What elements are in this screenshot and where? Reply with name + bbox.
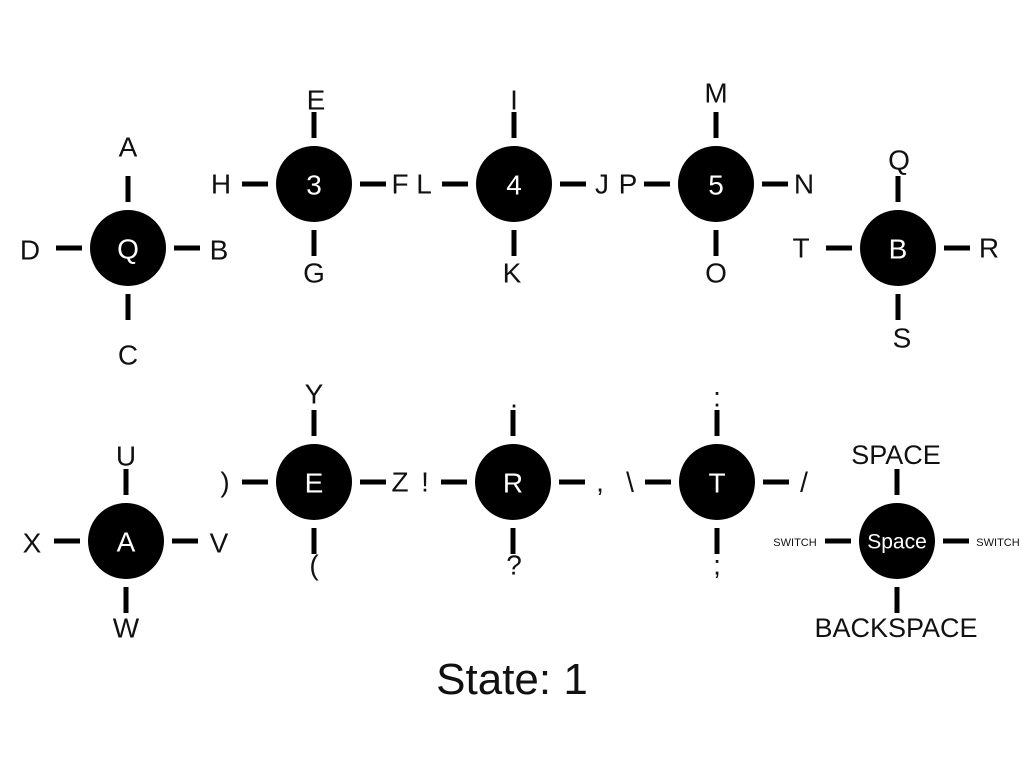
dial-q-label-left: D bbox=[20, 235, 40, 266]
dial-r-label-bottom: ? bbox=[506, 550, 522, 581]
dial-5-label-right: N bbox=[794, 169, 814, 200]
dial-e-label-bottom: ( bbox=[309, 550, 319, 581]
dial-5-center-button[interactable] bbox=[678, 146, 754, 222]
state-label: State: bbox=[436, 655, 552, 704]
dial-4-center-key: 4 bbox=[506, 170, 522, 201]
dial-a-label-left: X bbox=[23, 528, 42, 559]
dial-a-label-bottom: W bbox=[113, 613, 140, 644]
dial-q-center-key: Q bbox=[117, 234, 139, 265]
dial-space-label-right: SWITCH bbox=[976, 537, 1019, 549]
dial-b-label-left: T bbox=[792, 233, 809, 264]
dial-t[interactable]: T:; \ / bbox=[626, 382, 808, 581]
dial-3[interactable]: 3 E G H F bbox=[211, 85, 409, 289]
dial-4-label-right: J bbox=[595, 169, 609, 200]
dial-space[interactable]: Space SPACE BACKSPACE SWITCH SWITCH bbox=[773, 440, 1019, 643]
dial-r-label-top: . bbox=[510, 383, 518, 414]
dial-5[interactable]: 5 M O P N bbox=[619, 78, 814, 289]
dial-q-label-right: B bbox=[210, 235, 229, 266]
dial-a[interactable]: A U W X V bbox=[23, 441, 229, 644]
dial-space-label-left: SWITCH bbox=[773, 537, 816, 549]
dial-r-center-button[interactable] bbox=[475, 444, 551, 520]
dial-4-label-top: I bbox=[510, 85, 518, 116]
dial-t-center-key: T bbox=[708, 468, 725, 499]
dial-t-label-top: : bbox=[713, 382, 721, 413]
dial-b-label-bottom: S bbox=[893, 323, 912, 354]
dial-b-label-right: R bbox=[979, 233, 999, 264]
dial-a-center-button[interactable] bbox=[88, 503, 164, 579]
dial-space-center-key: Space bbox=[867, 531, 927, 554]
dial-e-label-left: ) bbox=[220, 467, 229, 498]
dial-t-center-button[interactable] bbox=[679, 444, 755, 520]
dial-5-label-bottom: O bbox=[705, 258, 727, 289]
dial-a-label-top: U bbox=[116, 441, 136, 472]
dial-4[interactable]: 4 I K L J bbox=[416, 85, 609, 289]
dial-3-center-button[interactable] bbox=[276, 146, 352, 222]
dial-space-label-top: SPACE bbox=[851, 440, 941, 470]
dial-space-label-bottom: BACKSPACE bbox=[814, 613, 977, 643]
dial-q-center-button[interactable] bbox=[90, 210, 166, 286]
dial-b-center-key: B bbox=[889, 234, 908, 265]
dial-t-label-right: / bbox=[800, 467, 808, 498]
dial-b[interactable]: B Q S T R bbox=[792, 145, 999, 354]
dial-4-label-bottom: K bbox=[503, 258, 522, 289]
dial-b-center-button[interactable] bbox=[860, 210, 936, 286]
dial-t-label-bottom: ; bbox=[713, 550, 721, 581]
dial-3-label-bottom: G bbox=[303, 258, 325, 289]
dial-r-center-key: R bbox=[503, 468, 523, 499]
dial-space-center-button[interactable] bbox=[859, 503, 935, 579]
dial-3-label-top: E bbox=[307, 85, 326, 116]
dial-e-label-top: Y bbox=[305, 379, 324, 410]
dial-a-center-key: A bbox=[117, 527, 136, 558]
dial-e-center-button[interactable] bbox=[276, 444, 352, 520]
dial-4-label-left: L bbox=[416, 169, 432, 200]
dial-3-label-right: F bbox=[391, 169, 408, 200]
dial-b-label-top: Q bbox=[888, 145, 910, 176]
state-value: 1 bbox=[563, 655, 588, 704]
dial-4-center-button[interactable] bbox=[476, 146, 552, 222]
dial-r[interactable]: R.?!, bbox=[421, 383, 604, 581]
dial-3-center-key: 3 bbox=[306, 170, 322, 201]
dial-q[interactable]: Q A C D B bbox=[20, 132, 228, 371]
dial-5-label-top: M bbox=[704, 78, 727, 109]
dial-r-label-right: , bbox=[596, 467, 604, 498]
dial-3-label-left: H bbox=[211, 169, 231, 200]
dial-r-label-left: ! bbox=[421, 467, 429, 498]
dial-e[interactable]: E Y () Z bbox=[220, 379, 408, 581]
state-indicator: State: 1 bbox=[0, 652, 1024, 708]
dial-q-label-top: A bbox=[119, 132, 138, 163]
dial-t-label-left: \ bbox=[626, 467, 634, 498]
dial-a-label-right: V bbox=[210, 528, 229, 559]
dial-e-center-key: E bbox=[305, 468, 324, 499]
dial-e-label-right: Z bbox=[391, 467, 408, 498]
dial-q-label-bottom: C bbox=[118, 340, 138, 371]
dial-5-center-key: 5 bbox=[708, 170, 724, 201]
dial-5-label-left: P bbox=[619, 169, 638, 200]
